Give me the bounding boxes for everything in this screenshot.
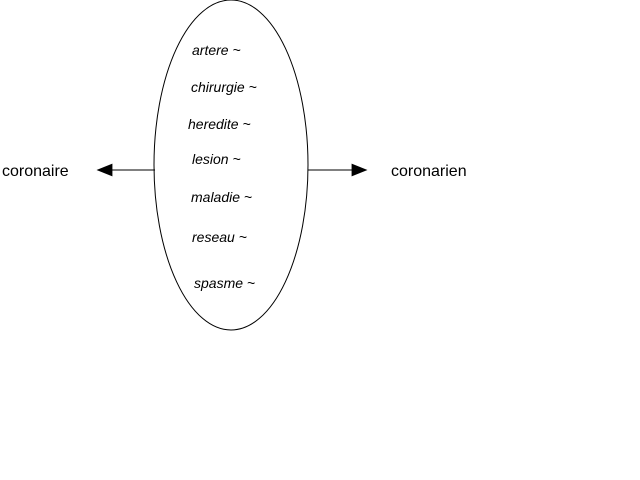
right-label: coronarien bbox=[391, 163, 467, 180]
term-item-heredite: heredite ~ bbox=[188, 116, 251, 132]
term-item-lesion: lesion ~ bbox=[192, 151, 241, 167]
term-ellipse bbox=[153, 0, 309, 331]
term-item-maladie: maladie ~ bbox=[191, 189, 252, 205]
term-item-reseau: reseau ~ bbox=[192, 229, 247, 245]
left-label: coronaire bbox=[2, 163, 69, 180]
term-item-artere: artere ~ bbox=[192, 42, 241, 58]
term-item-chirurgie: chirurgie ~ bbox=[191, 79, 257, 95]
term-item-spasme: spasme ~ bbox=[194, 275, 255, 291]
